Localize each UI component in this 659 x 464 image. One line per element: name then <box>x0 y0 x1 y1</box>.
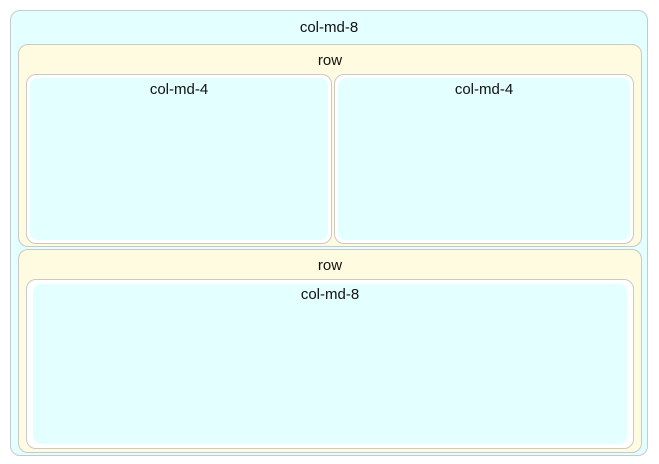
row-1: row col-md-4 col-md-4 <box>18 44 642 247</box>
outer-column-col-md-8: col-md-8 row col-md-4 col-md-4 row col-m… <box>10 10 648 456</box>
row-1-column-2-fill <box>338 78 630 240</box>
row-2-column-1: col-md-8 <box>26 279 634 449</box>
row-1-column-1: col-md-4 <box>26 74 332 244</box>
row-1-column-2: col-md-4 <box>334 74 634 244</box>
row-2-label: row <box>317 257 343 274</box>
outer-column-label: col-md-8 <box>299 19 359 36</box>
row-1-column-1-fill <box>30 78 328 240</box>
row-2-column-1-fill <box>33 284 627 444</box>
row-2: row col-md-8 <box>18 249 642 453</box>
row-1-label: row <box>317 52 343 69</box>
row-1-column-1-label: col-md-4 <box>149 81 209 98</box>
row-2-column-1-label: col-md-8 <box>300 286 360 303</box>
row-1-column-2-label: col-md-4 <box>454 81 514 98</box>
